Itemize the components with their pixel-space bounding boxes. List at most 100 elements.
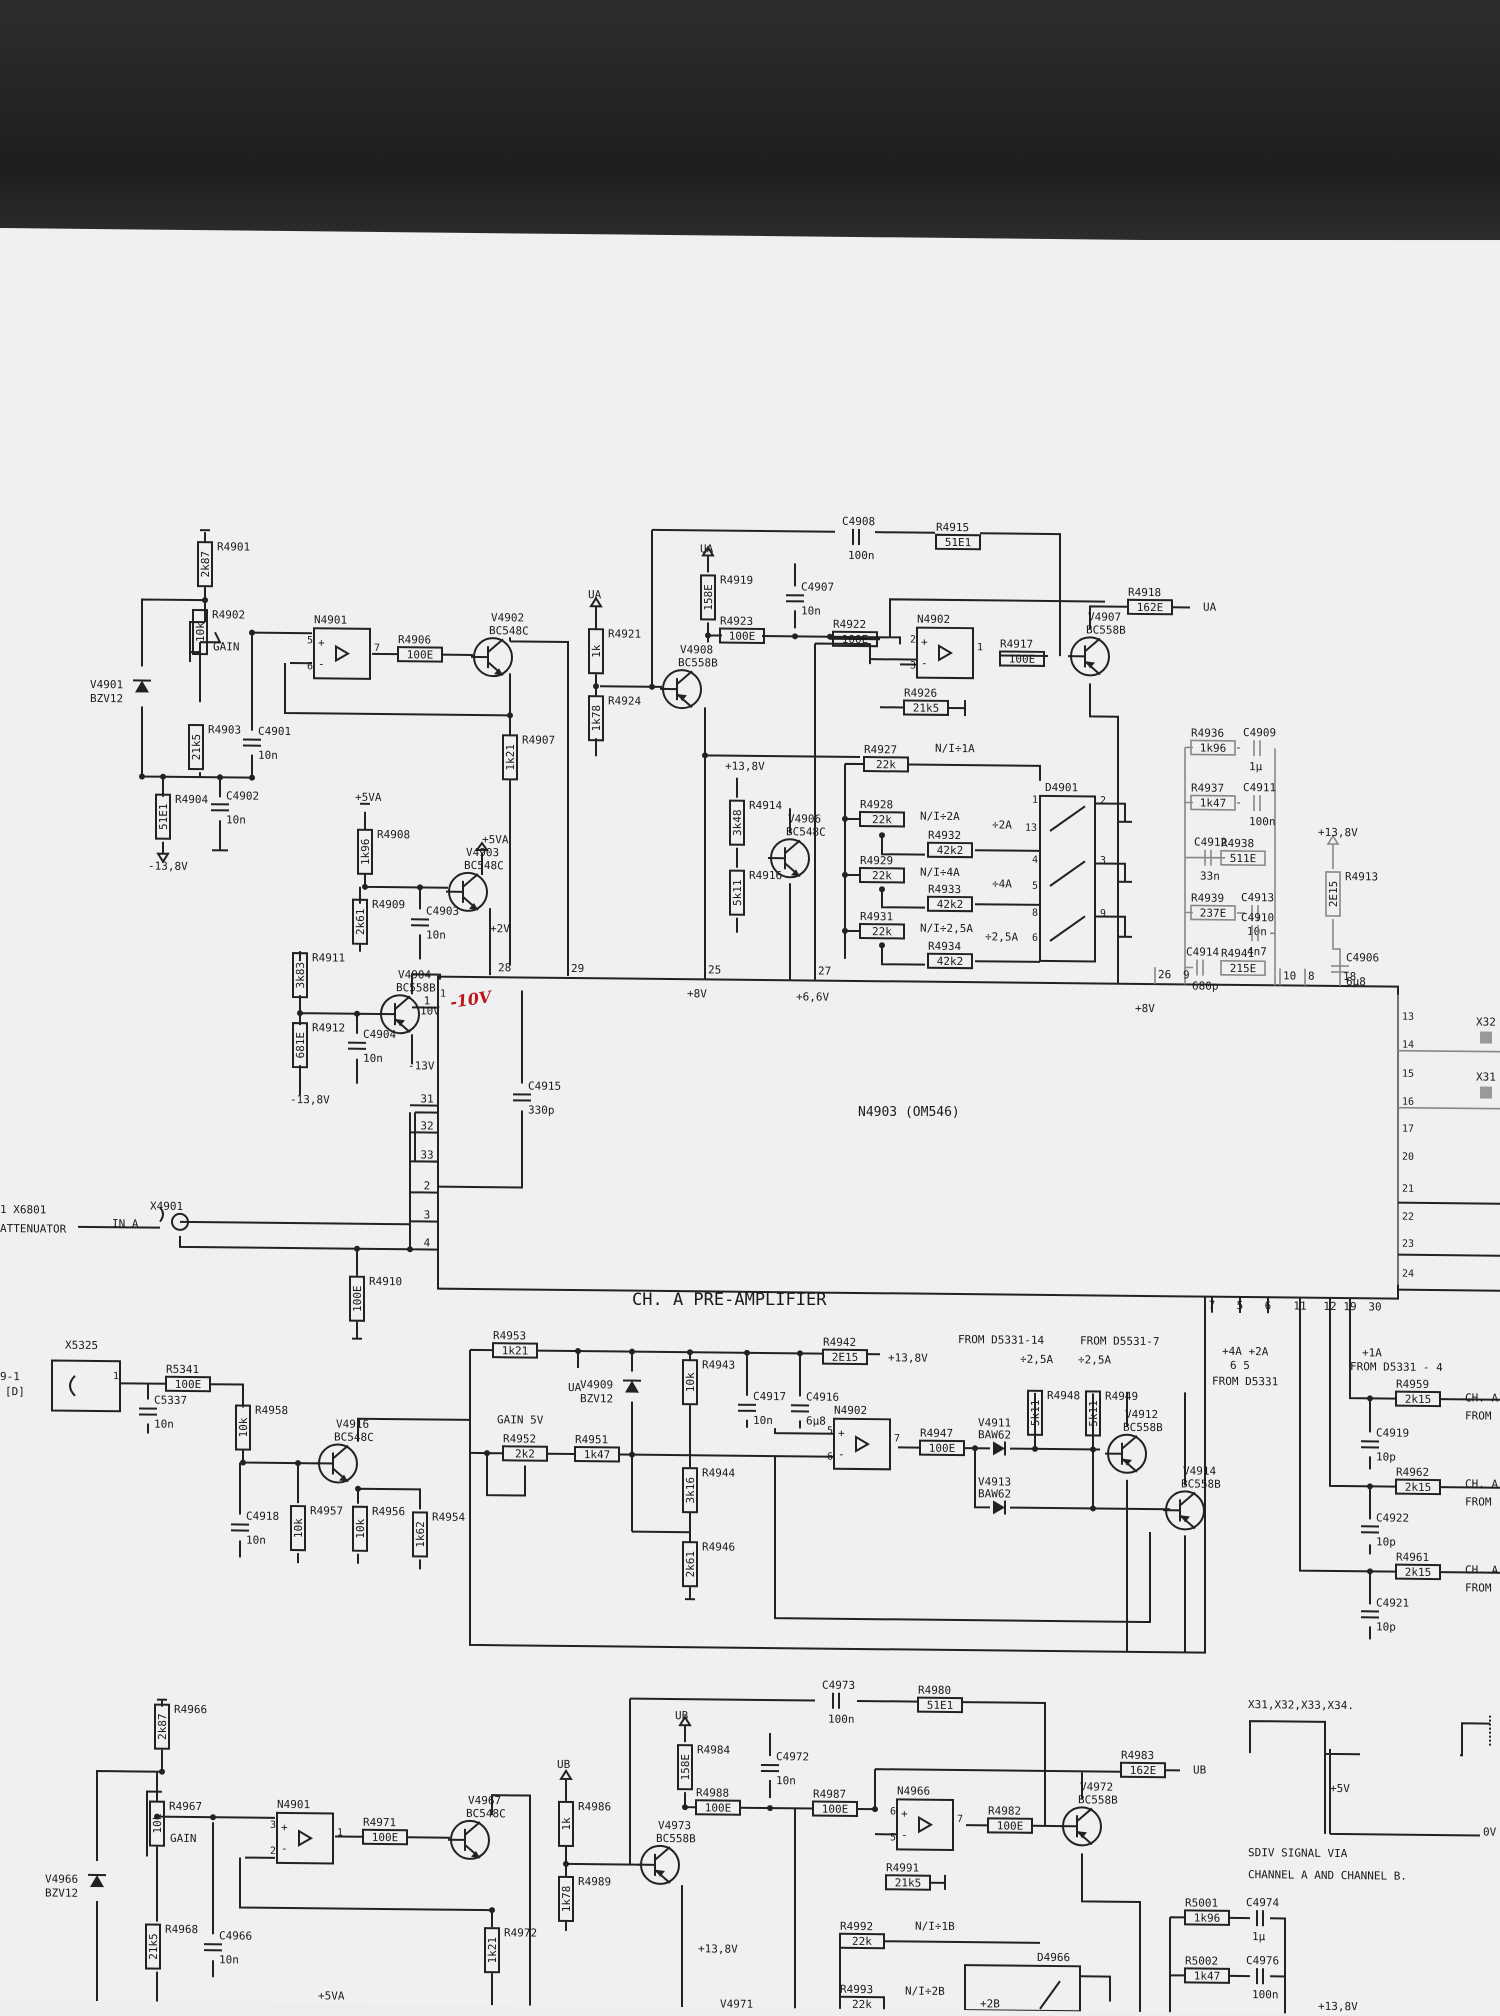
capacitor-ref: C5337 bbox=[154, 1394, 187, 1407]
switch-pin-number: 3 bbox=[1100, 856, 1106, 867]
resistor-value: 1k78 bbox=[560, 1886, 573, 1913]
resistor-value: 2E15 bbox=[832, 1351, 858, 1364]
resistor-value: 1k21 bbox=[504, 744, 517, 771]
resistor-ref: R4926 bbox=[904, 686, 937, 699]
capacitor-value: 10n bbox=[1247, 925, 1267, 938]
resistor-value: 2k15 bbox=[1405, 1481, 1431, 1494]
resistor-value: 2k15 bbox=[1405, 1566, 1431, 1579]
emitter-arrow bbox=[1078, 1831, 1087, 1838]
capacitor-ref: C4972 bbox=[776, 1750, 809, 1763]
ic-pin-number: 18 bbox=[1343, 970, 1356, 983]
net-label: UA bbox=[588, 588, 602, 601]
net-label: +5VA bbox=[482, 833, 509, 846]
capacitor-value: 100n bbox=[1252, 1988, 1278, 2001]
capacitor-ref: C4912 bbox=[1194, 836, 1227, 849]
pin-number: 6 bbox=[307, 661, 313, 672]
text-labels: -13,8V+5VA+5VA+2V10V-13V-13,8VGAINUAUAUA… bbox=[0, 535, 1498, 2016]
capacitor-ref: C4904 bbox=[363, 1028, 396, 1041]
resistor-ref: R4933 bbox=[928, 883, 961, 896]
ic-pin-number: 20 bbox=[1402, 1152, 1414, 1163]
resistor-r4937: 1k47 R4937 bbox=[1191, 781, 1235, 809]
net-label: GAIN bbox=[170, 1832, 196, 1845]
diode-type: BZV12 bbox=[45, 1886, 78, 1899]
net-label: +2B bbox=[980, 1997, 1000, 2010]
pin-sign: - bbox=[838, 1448, 845, 1461]
net-label: +1A bbox=[1362, 1346, 1382, 1359]
resistor-value: 100E bbox=[175, 1378, 201, 1391]
net-label: -13,8V bbox=[290, 1093, 330, 1106]
transistor-type: BC548C bbox=[334, 1430, 374, 1443]
transistor-ref: V4912 bbox=[1125, 1408, 1158, 1421]
junction-dot bbox=[879, 832, 885, 838]
net-label: UA bbox=[568, 1381, 582, 1394]
resistor-ref: R4988 bbox=[696, 1786, 729, 1799]
ic-pin-number: 28 bbox=[498, 961, 511, 974]
capacitor-ref: C4907 bbox=[801, 580, 834, 593]
resistor-ref: R4983 bbox=[1121, 1749, 1154, 1762]
resistor-ref: R4937 bbox=[1191, 781, 1224, 794]
diode-type: BAW62 bbox=[978, 1487, 1011, 1500]
junction-dot bbox=[744, 1350, 750, 1356]
capacitor-plates bbox=[761, 1765, 779, 1771]
net-label: +5V bbox=[1330, 1782, 1350, 1795]
resistor-ref: R4929 bbox=[860, 854, 893, 867]
resistor-value: 21k5 bbox=[190, 734, 203, 761]
pin-number: 1 bbox=[337, 1828, 343, 1839]
resistor-ref: R5341 bbox=[166, 1363, 199, 1376]
capacitor-value: 100n bbox=[848, 549, 874, 562]
ic-pin-number: 17 bbox=[1402, 1124, 1414, 1135]
transistor-type: BC548C bbox=[786, 825, 826, 838]
transistor-ref: V4906 bbox=[788, 812, 821, 825]
ic-pin-number: 1 bbox=[440, 989, 446, 1000]
transistor-type: BC548C bbox=[489, 624, 529, 637]
opamp-triangle-icon bbox=[919, 1818, 931, 1832]
junction-dot bbox=[484, 1450, 490, 1456]
resistor-ref: R4924 bbox=[608, 694, 641, 707]
junction-dot bbox=[489, 1907, 495, 1913]
capacitor-value: 33n bbox=[1200, 870, 1220, 883]
ic-pin-number: 19 bbox=[1343, 1300, 1356, 1313]
pin-number: 2 bbox=[910, 635, 916, 646]
capacitor-plates bbox=[1257, 1968, 1263, 1984]
section-title: CH. A PRE-AMPLIFIER bbox=[632, 1290, 826, 1310]
emitter-arrow bbox=[678, 694, 687, 701]
capacitor-plates bbox=[791, 1405, 809, 1411]
net-label: CH. A bbox=[1465, 1477, 1498, 1490]
transistor-leads bbox=[1163, 1492, 1195, 1528]
capacitor-value: 680p bbox=[1192, 979, 1218, 992]
junction-dot bbox=[842, 928, 848, 934]
capacitor-value: 6µ8 bbox=[806, 1414, 826, 1427]
resistor-value: 1k47 bbox=[1200, 797, 1226, 810]
net-label: FROM D5331-14 bbox=[958, 1333, 1044, 1347]
pin-sign: - bbox=[318, 657, 325, 670]
resistor-value: 1k47 bbox=[1194, 1970, 1220, 1983]
net-label: +13,8V bbox=[888, 1351, 928, 1364]
capacitor-plates bbox=[1254, 740, 1260, 756]
resistor-value: 100E bbox=[705, 1801, 731, 1814]
junction-dot bbox=[879, 886, 885, 892]
net-label: X4901 bbox=[150, 1200, 183, 1213]
resistor-value: 2k15 bbox=[1405, 1393, 1431, 1406]
transistor-type: BC558B bbox=[396, 981, 436, 994]
resistor-ref: R4907 bbox=[522, 733, 555, 746]
capacitor-ref: C4973 bbox=[822, 1679, 855, 1692]
opamp-triangle-icon bbox=[939, 646, 951, 660]
diode-icon bbox=[993, 1500, 1005, 1514]
